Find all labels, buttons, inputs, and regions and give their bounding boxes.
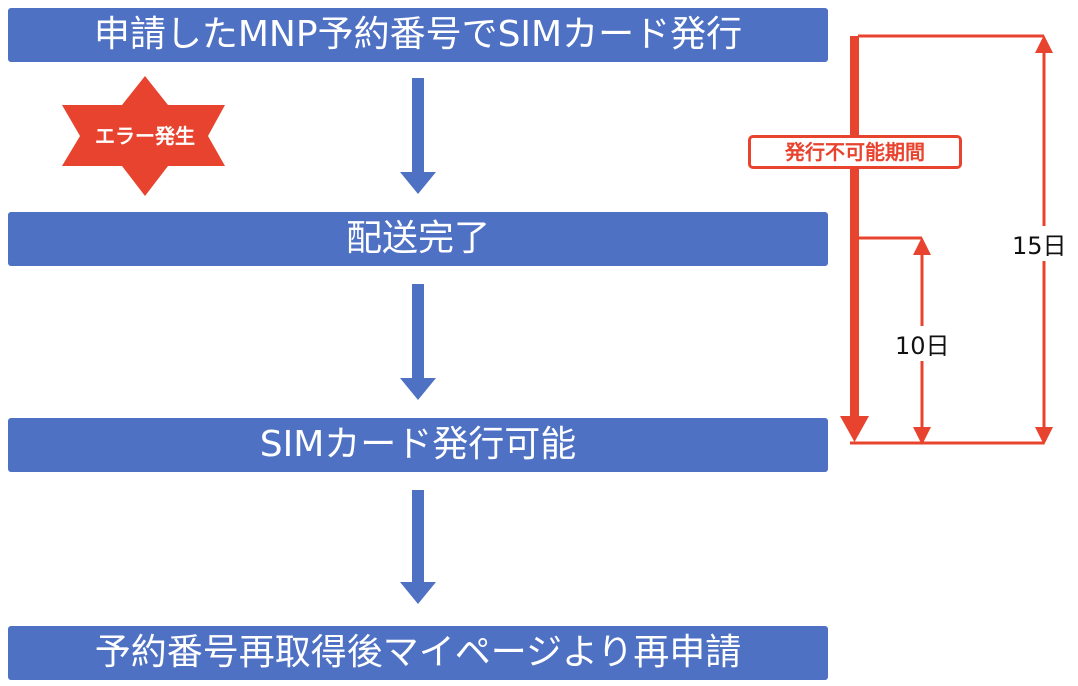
duration-15-days: 15日 xyxy=(1010,226,1069,261)
step-issue-sim: 申請したMNP予約番号でSIMカード発行 xyxy=(8,8,828,62)
flow-arrow-2 xyxy=(400,284,436,400)
bracket-lines xyxy=(850,34,1044,445)
period-thick-arrow xyxy=(840,36,869,442)
step-sim-issuable: SIMカード発行可能 xyxy=(8,418,828,472)
unavailable-period-label: 発行不可能期間 xyxy=(748,135,962,169)
duration-10-days: 10日 xyxy=(893,326,952,361)
step-delivery-complete: 配送完了 xyxy=(8,212,828,266)
error-badge-label: エラー発生 xyxy=(95,124,195,148)
error-burst-shape xyxy=(62,76,225,196)
flow-arrow-1 xyxy=(400,78,436,194)
flow-arrow-3 xyxy=(400,490,436,604)
step-reapply: 予約番号再取得後マイページより再申請 xyxy=(8,626,828,680)
